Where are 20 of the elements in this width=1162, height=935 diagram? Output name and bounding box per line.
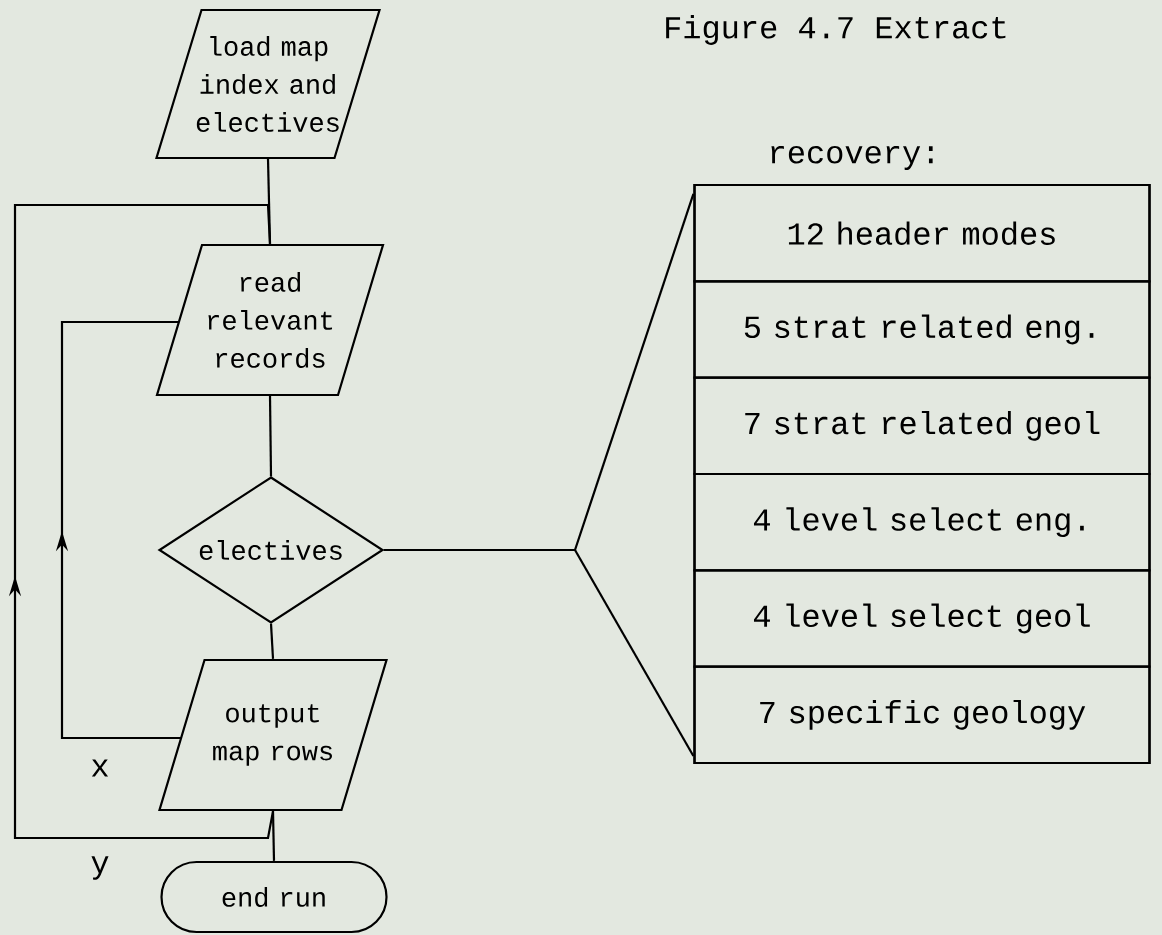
table-row: 7 strat related geol xyxy=(693,376,1151,476)
figure-title: Figure 4.7 Extract xyxy=(666,15,1006,45)
connector xyxy=(269,623,275,659)
terminal-box: end run xyxy=(160,860,388,934)
connector xyxy=(268,396,273,477)
table-row: 7 specific geology xyxy=(693,665,1151,765)
connector xyxy=(55,320,182,740)
table-row: 4 level select eng. xyxy=(693,472,1151,572)
node-label: recovery: xyxy=(771,146,933,170)
connector xyxy=(8,203,275,840)
table-row: 5 strat related eng. xyxy=(693,280,1151,379)
table-row: 4 level select geol xyxy=(693,569,1151,668)
io-parallelogram: read relevant records xyxy=(155,243,385,397)
io-parallelogram: load map index and electives xyxy=(155,8,381,160)
connector xyxy=(383,193,695,757)
table-row: 12 header modes xyxy=(693,183,1151,283)
edge-label: x xyxy=(91,759,109,777)
connector xyxy=(271,811,276,861)
io-parallelogram: output map rows xyxy=(158,658,388,812)
edge-label: y xyxy=(91,856,109,880)
